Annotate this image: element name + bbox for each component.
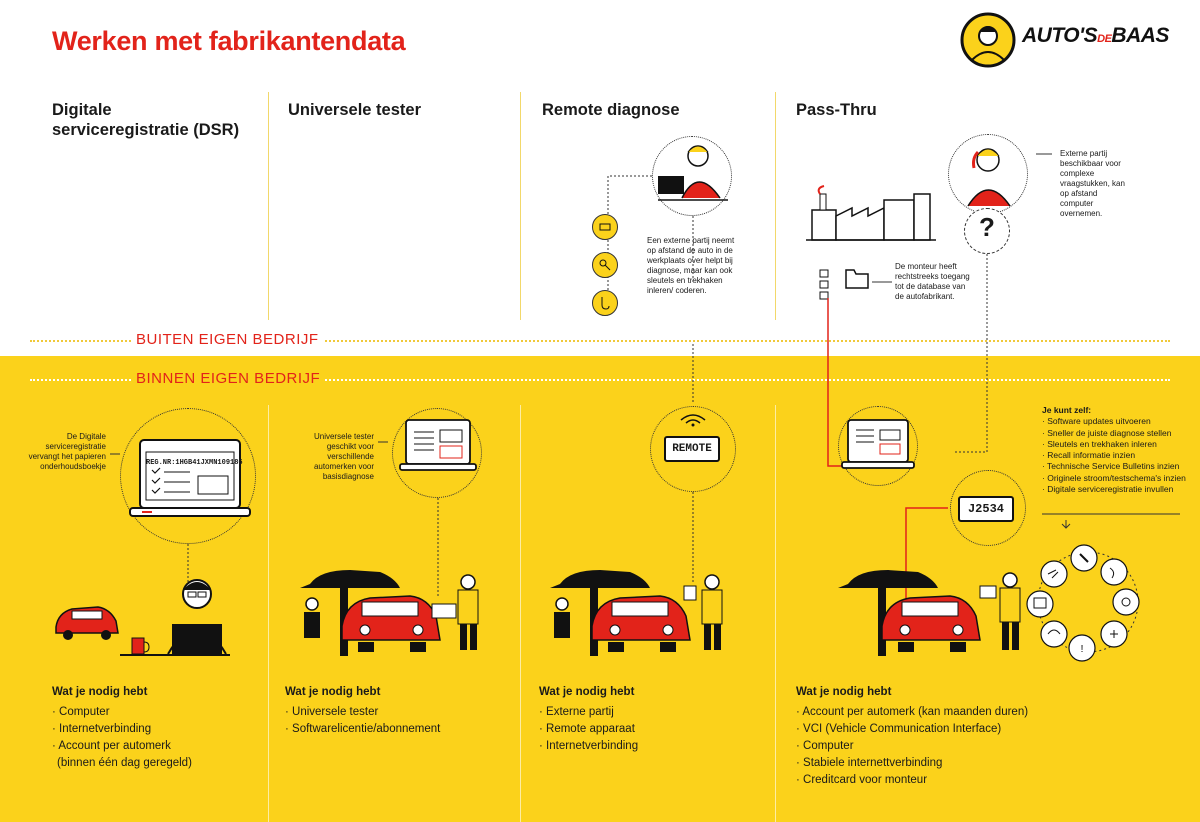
list-item: Creditcard voor monteur: [796, 772, 1028, 789]
workshop-scene-icon: [838, 570, 1021, 656]
external-party-note: Externe partij beschikbaar voor complexe…: [1060, 149, 1125, 218]
coffee-cup-icon: [131, 637, 150, 655]
tool-glyph-icon: [599, 223, 611, 231]
connector-line: [607, 175, 652, 300]
list-item: Externe partij: [539, 704, 638, 721]
universal-tester-note: Universele tester geschikt voor verschil…: [313, 432, 374, 481]
column-divider: [775, 92, 776, 320]
hitch-icon: [592, 290, 618, 316]
question-mark-icon: ?: [979, 212, 995, 242]
needs-heading: Wat je nodig hebt: [796, 686, 892, 698]
list-item: VCI (Vehicle Communication Interface): [796, 721, 1028, 738]
dsr-needs: Wat je nodig hebt Computer Internetverbi…: [52, 684, 192, 772]
arrow-icon: [1036, 153, 1052, 155]
list-item: Technische Service Bulletins inzien: [1042, 461, 1186, 472]
arrow-icon: [872, 281, 892, 283]
workshop-scene-icon: [550, 570, 723, 656]
column-divider: [520, 92, 521, 320]
list-item: Internetverbinding: [52, 721, 192, 738]
column-heading-dsr: Digitale serviceregistratie (DSR): [52, 101, 240, 139]
column-heading-universal-tester: Universele tester: [288, 101, 421, 119]
needs-heading: Wat je nodig hebt: [52, 686, 148, 698]
list-item: Remote apparaat: [539, 721, 638, 738]
office-worker-icon: [167, 579, 227, 655]
tester-circle: [392, 408, 482, 498]
dsr-screen-text: REG.NR:1HGB41JXMN109186: [146, 459, 243, 467]
remote-agent-icon: [658, 145, 728, 201]
column-divider: [775, 405, 776, 822]
database-folder-icon: [819, 269, 869, 300]
capability-icon-ring: !: [1026, 544, 1140, 662]
database-note: De monteur heeft rechtstreeks toegang to…: [895, 262, 970, 301]
external-party-icon: [967, 148, 1011, 207]
column-divider: [268, 405, 269, 822]
tester-laptop-icon: [399, 419, 477, 471]
vci-circle: [950, 470, 1026, 546]
list-item: Digitale serviceregistratie invullen: [1042, 484, 1186, 495]
svg-text:!: !: [1081, 644, 1084, 655]
passthru-laptop-icon: [841, 419, 915, 469]
remote-device-circle: [650, 406, 736, 492]
list-item: Originele stroom/testschema's inzien: [1042, 473, 1186, 484]
key-glyph-icon: [599, 259, 611, 271]
divider-with-arrow: [1042, 513, 1180, 529]
workshop-scene-icon: [300, 570, 479, 656]
connector-line: [954, 254, 988, 453]
capabilities-heading: Je kunt zelf:: [1042, 405, 1092, 415]
column-heading-remote: Remote diagnose: [542, 101, 680, 119]
hook-glyph-icon: [601, 297, 610, 310]
list-item: Universele tester: [285, 704, 440, 721]
dsr-laptop-icon: [129, 439, 251, 517]
remote-note: Een externe partij neemt op afstand de a…: [647, 236, 735, 295]
list-item: Softwarelicentie/abonnement: [285, 721, 440, 738]
mascot-icon: [960, 12, 1016, 68]
remote-device-screen: REMOTE: [664, 436, 720, 462]
universal-tester-needs: Wat je nodig hebt Universele tester Soft…: [285, 684, 440, 738]
needs-heading: Wat je nodig hebt: [285, 686, 381, 698]
passthru-laptop-circle: [838, 406, 918, 486]
outside-zone-line: [30, 340, 1170, 342]
list-item: Recall informatie inzien: [1042, 450, 1186, 461]
list-item: (binnen één dag geregeld): [57, 757, 192, 769]
connector-line: [692, 216, 694, 282]
logo-wordmark: AUTO'SDEBAAS: [1022, 24, 1169, 47]
brand-logo: AUTO'SDEBAAS: [960, 10, 1180, 70]
inside-zone-label: BINNEN EIGEN BEDRIJF: [132, 370, 325, 387]
factory-icon: [806, 185, 936, 241]
arrow-icon: [110, 453, 120, 455]
passthru-needs: Wat je nodig hebt Account per automerk (…: [796, 684, 1028, 789]
list-item: Account per automerk (kan maanden duren): [796, 704, 1028, 721]
car-icon: [55, 606, 119, 640]
list-item: Account per automerk: [52, 738, 192, 755]
outside-zone-label: BUITEN EIGEN BEDRIJF: [132, 331, 323, 348]
list-item: Software updates uitvoeren: [1042, 416, 1186, 427]
help-circle: [964, 208, 1010, 254]
desk-line: [120, 654, 230, 656]
column-divider: [268, 92, 269, 320]
dsr-circle: [120, 408, 256, 544]
wifi-icon: [680, 414, 706, 427]
connector-line: [437, 498, 439, 598]
column-divider: [520, 405, 521, 822]
remote-agent-circle: [652, 136, 732, 216]
tow-hook-icon: [592, 214, 618, 240]
remote-needs: Wat je nodig hebt Externe partij Remote …: [539, 684, 638, 755]
list-item: Sneller de juiste diagnose stellen: [1042, 428, 1186, 439]
inside-zone-line: [30, 379, 1170, 381]
arrow-icon: [378, 441, 388, 443]
page-title: Werken met fabrikantendata: [52, 26, 406, 56]
needs-heading: Wat je nodig hebt: [539, 686, 635, 698]
list-item: Stabiele internettverbinding: [796, 755, 1028, 772]
list-item: Computer: [52, 704, 192, 721]
list-item: Sleutels en trekhaken inleren: [1042, 439, 1186, 450]
connector-line: [692, 492, 694, 582]
passthru-capabilities: Je kunt zelf: Software updates uitvoeren…: [1042, 405, 1186, 495]
dsr-note: De Digitale serviceregistratie vervangt …: [28, 432, 106, 471]
list-item: Computer: [796, 738, 1028, 755]
vci-device-screen: J2534: [958, 496, 1014, 522]
column-heading-passthru: Pass-Thru: [796, 101, 877, 119]
connector-line: [692, 344, 694, 404]
list-item: Internetverbinding: [539, 738, 638, 755]
